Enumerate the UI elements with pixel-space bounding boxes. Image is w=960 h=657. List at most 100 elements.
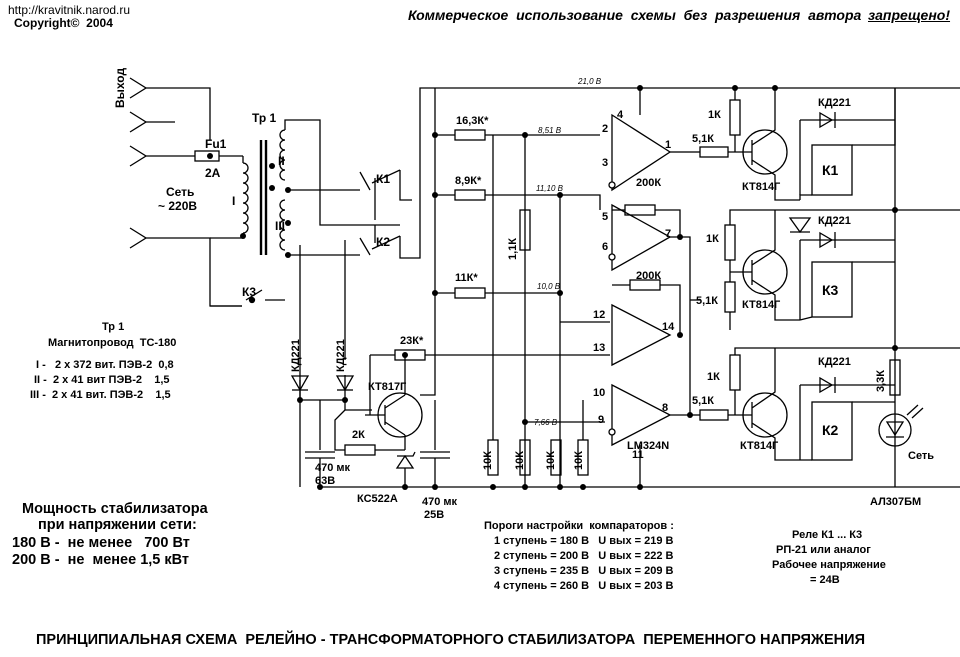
threshold-row: 1 ступень = 180 В U вых = 219 В [494, 535, 674, 547]
label-r-51k-b: 5,1К [696, 295, 719, 307]
relay-note-2: РП-21 или аналог [776, 544, 871, 556]
pin-label: 10 [593, 387, 606, 399]
label-mains-voltage: ~ 220В [158, 199, 198, 213]
label-r-51k-c: 5,1К [692, 395, 715, 407]
power-line-3: 180 В - не менее 700 Вт [12, 535, 190, 551]
spec-row: III - 2 х 41 вит. ПЭВ-2 1,5 [30, 389, 171, 401]
label-voltage-1110: 11,10 В [536, 184, 563, 193]
label-r-10k-a: 10К [482, 451, 494, 470]
threshold-row: 4 ступень = 260 В U вых = 203 В [494, 580, 674, 592]
label-transformer: Тр 1 [252, 111, 277, 125]
pin-label: 9 [598, 414, 605, 426]
label-diode-kd221-d: КД221 [290, 339, 302, 372]
relay-note-4: = 24В [810, 574, 840, 586]
spec-core: Магнитопровод ТС-180 [48, 337, 177, 349]
label-r-89k: 8,9К* [455, 175, 482, 187]
warning-text: Коммерческое использование схемы без раз… [408, 7, 862, 23]
power-line-4: 200 В - не менее 1,5 кВт [12, 552, 190, 568]
pin-label: 13 [593, 342, 606, 354]
label-relay-k1: К1 [822, 162, 839, 178]
relay-note-1: Реле К1 ... К3 [792, 529, 863, 541]
label-voltage-851: 8,51 В [538, 126, 562, 135]
threshold-row: 2 ступень = 200 В U вых = 222 В [494, 550, 674, 562]
label-r-51k-a: 5,1К [692, 133, 715, 145]
site-url: http://kravitnik.narod.ru [8, 3, 131, 17]
diagram-title: ПРИНЦИПИАЛЬНАЯ СХЕМА РЕЛЕЙНО - ТРАНСФОРМ… [36, 632, 865, 648]
label-cap-1-voltage: 63В [315, 475, 336, 487]
spec-row: II - 2 х 41 вит ПЭВ-2 1,5 [34, 374, 170, 386]
pin-label: 4 [617, 109, 624, 121]
label-fuse-rating: 2А [205, 166, 221, 180]
output-terminals [129, 77, 211, 249]
label-r-163k: 16,3К* [456, 115, 489, 127]
pin-label: 2 [602, 123, 609, 135]
label-voltage-100: 10,0 В [537, 282, 561, 291]
label-cap-2-voltage: 25В [424, 509, 445, 521]
label-r-10k-c: 10К [545, 451, 557, 470]
label-winding-3: III [275, 219, 286, 233]
label-r-1k-a: 1К [708, 109, 721, 121]
label-r-11k-vert: 1,1К [507, 237, 519, 260]
label-voltage-21: 21,0 В [578, 77, 602, 86]
pin-label: 3 [602, 157, 609, 169]
pin-label: 11 [632, 449, 644, 461]
power-line-2: при напряжении сети: [38, 517, 197, 533]
label-r-200k-a: 200К [636, 177, 662, 189]
relay-drivers [685, 88, 960, 461]
relay-coils [788, 88, 924, 487]
label-cap-2: 470 мк [422, 496, 458, 508]
junctions [207, 85, 898, 490]
pin-label: 1 [665, 139, 672, 151]
label-zener-kc522: КС522А [357, 493, 398, 505]
pin-label: 5 [602, 211, 609, 223]
pin-label: 8 [662, 402, 669, 414]
label-transistor-kt814-a: КТ814Г [742, 181, 781, 193]
warning-emphasis: запрещено! [868, 7, 951, 23]
pin-label: 12 [593, 309, 606, 321]
pin-label: 6 [602, 241, 609, 253]
label-r-1k-b: 1К [706, 233, 719, 245]
copyright: Copyright© 2004 [14, 16, 113, 30]
label-r-200k-b: 200К [636, 270, 662, 282]
label-transistor-kt814-c: КТ814Г [740, 440, 779, 452]
transformer [240, 129, 291, 258]
power-line-1: Мощность стабилизатора [22, 501, 208, 517]
label-r-10k-b: 10К [514, 451, 526, 470]
label-r-33k: 3,3К [875, 369, 887, 392]
label-diode-kd221-c: КД221 [818, 356, 851, 368]
label-relay-k3: К3 [822, 282, 839, 298]
label-diode-kd221-a: КД221 [818, 97, 851, 109]
label-k3-contact: К3 [242, 285, 256, 299]
spec-title: Тр 1 [102, 321, 125, 333]
label-transistor-kt814-b: КТ814Г [742, 299, 781, 311]
label-cap-1: 470 мк [315, 462, 351, 474]
label-fuse: Fu1 [205, 137, 227, 151]
label-led-mains: Сеть [908, 450, 935, 462]
thresholds-title: Пороги настройки компараторов : [484, 520, 674, 532]
relay-note-3: Рабочее напряжение [772, 559, 886, 571]
mains-wires [146, 150, 243, 307]
label-k2-contact: К2 [376, 235, 390, 249]
label-voltage-766: 7,66 В [534, 418, 558, 427]
label-k1-contact: К1 [376, 172, 390, 186]
label-diode-kd221-b: КД221 [818, 215, 851, 227]
label-r-23k: 23К* [400, 335, 424, 347]
spec-row: I - 2 х 372 вит. ПЭВ-2 0,8 [36, 359, 174, 371]
label-r-1k-c: 1К [707, 371, 720, 383]
power-supply [290, 88, 960, 488]
label-winding-1: I [232, 194, 236, 208]
pin-label: 7 [665, 228, 672, 240]
label-mains: Сеть [166, 185, 195, 199]
label-r-11k: 11К* [455, 272, 478, 284]
label-r-2k: 2К [352, 429, 365, 441]
label-transistor-kt817: КТ817Г [368, 381, 407, 393]
label-opamp: LM324N [627, 440, 670, 452]
comparator-network [435, 88, 691, 487]
relay-contacts [210, 87, 960, 487]
label-led-part: АЛ307БМ [870, 496, 922, 508]
label-winding-2: II [278, 154, 285, 168]
pin-label: 14 [662, 321, 675, 333]
label-output: Выход [113, 67, 127, 108]
label-relay-k2: К2 [822, 422, 839, 438]
